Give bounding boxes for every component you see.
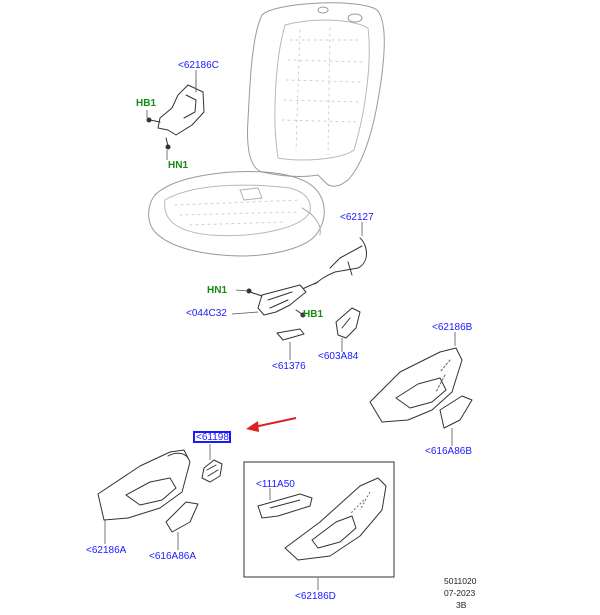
label-616A86B: <616A86B (425, 446, 472, 457)
highlight-box-61198 (193, 431, 231, 443)
label-HN1-mid: HN1 (207, 285, 228, 296)
label-HB1-top: HB1 (136, 98, 157, 109)
label-62127: <62127 (340, 212, 374, 223)
part-62127-harness (314, 237, 367, 285)
part-61376-cap (276, 328, 305, 341)
label-62186D: <62186D (295, 591, 336, 602)
seat-backrest (247, 2, 385, 187)
label-62186C: <62186C (178, 60, 219, 71)
label-61376: <61376 (272, 361, 306, 372)
footer-date: 07-2023 (444, 588, 476, 598)
label-62186A: <62186A (86, 545, 127, 556)
label-61198: <61198 (196, 432, 229, 443)
label-62186B: <62186B (432, 322, 473, 333)
part-62186C-shape (157, 84, 205, 136)
label-HB1-mid: HB1 (303, 309, 324, 320)
pointer-arrow (246, 417, 297, 432)
part-111A50-handle (257, 493, 313, 519)
part-62186D-panel (284, 477, 387, 561)
footer-revision: 3B (456, 600, 467, 610)
part-603A84-shape (335, 307, 361, 339)
footer-drawing-number: 5011020 (444, 576, 477, 586)
label-616A86A: <616A86A (149, 551, 196, 562)
seat-cushion (148, 171, 325, 257)
label-111A50: <111A50 (256, 479, 295, 490)
part-616A86A-cover (165, 501, 199, 533)
part-61198-switch (201, 459, 223, 483)
part-044C32-bracket (257, 284, 307, 316)
label-044C32: <044C32 (186, 308, 227, 319)
label-603A84: <603A84 (318, 351, 359, 362)
inset-box-62186D (243, 461, 395, 578)
part-616A86B-cover (439, 395, 473, 429)
label-HN1-top: HN1 (168, 160, 189, 171)
